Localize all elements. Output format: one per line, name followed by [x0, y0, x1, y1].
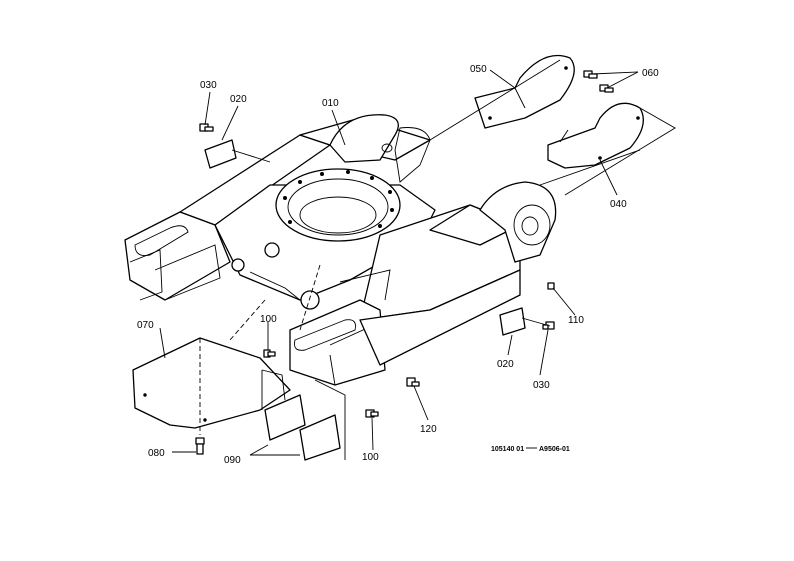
- cover-050: [474, 54, 575, 129]
- plate-090-b: [299, 379, 346, 461]
- label-070: 070: [137, 320, 154, 331]
- cover-040: [547, 102, 644, 169]
- bolt-060-upper: [583, 70, 598, 79]
- label-080: 080: [148, 448, 165, 459]
- label-030-lower: 030: [533, 380, 550, 391]
- label-020-upper: 020: [230, 94, 247, 105]
- label-120: 120: [420, 424, 437, 435]
- bolt-110: [547, 282, 555, 290]
- plate-020-upper: [204, 139, 237, 169]
- label-100-upper: 100: [260, 314, 277, 325]
- bolt-060-lower: [599, 84, 614, 93]
- label-090: 090: [224, 455, 241, 466]
- label-110: 110: [568, 315, 584, 326]
- label-020-lower: 020: [497, 359, 514, 370]
- track-frame-010: [124, 114, 557, 386]
- label-010: 010: [322, 98, 339, 109]
- label-060: 060: [642, 68, 659, 79]
- ring-bolt-holes: [283, 170, 394, 228]
- ref-code: A9506-01: [539, 446, 570, 453]
- page-code: 105140 01: [491, 446, 524, 453]
- bolt-120: [406, 377, 420, 387]
- label-100-lower: 100: [362, 452, 379, 463]
- bolt-100-a: [263, 349, 276, 358]
- callout-labels: 030 020 010 050 060 040 070 080 090 100 …: [137, 64, 659, 466]
- plate-090-a: [261, 369, 306, 441]
- under-cover-070: [132, 337, 291, 435]
- plate-020-lower: [499, 307, 526, 336]
- bolt-030-upper: [199, 123, 214, 132]
- leader-lines: [159, 59, 676, 456]
- label-050: 050: [470, 64, 487, 75]
- bolt-080: [195, 437, 205, 455]
- bolt-100-b: [365, 409, 379, 418]
- reference-codes: 105140 01 A9506-01: [491, 446, 570, 453]
- label-030-upper: 030: [200, 80, 217, 91]
- label-040: 040: [610, 199, 627, 210]
